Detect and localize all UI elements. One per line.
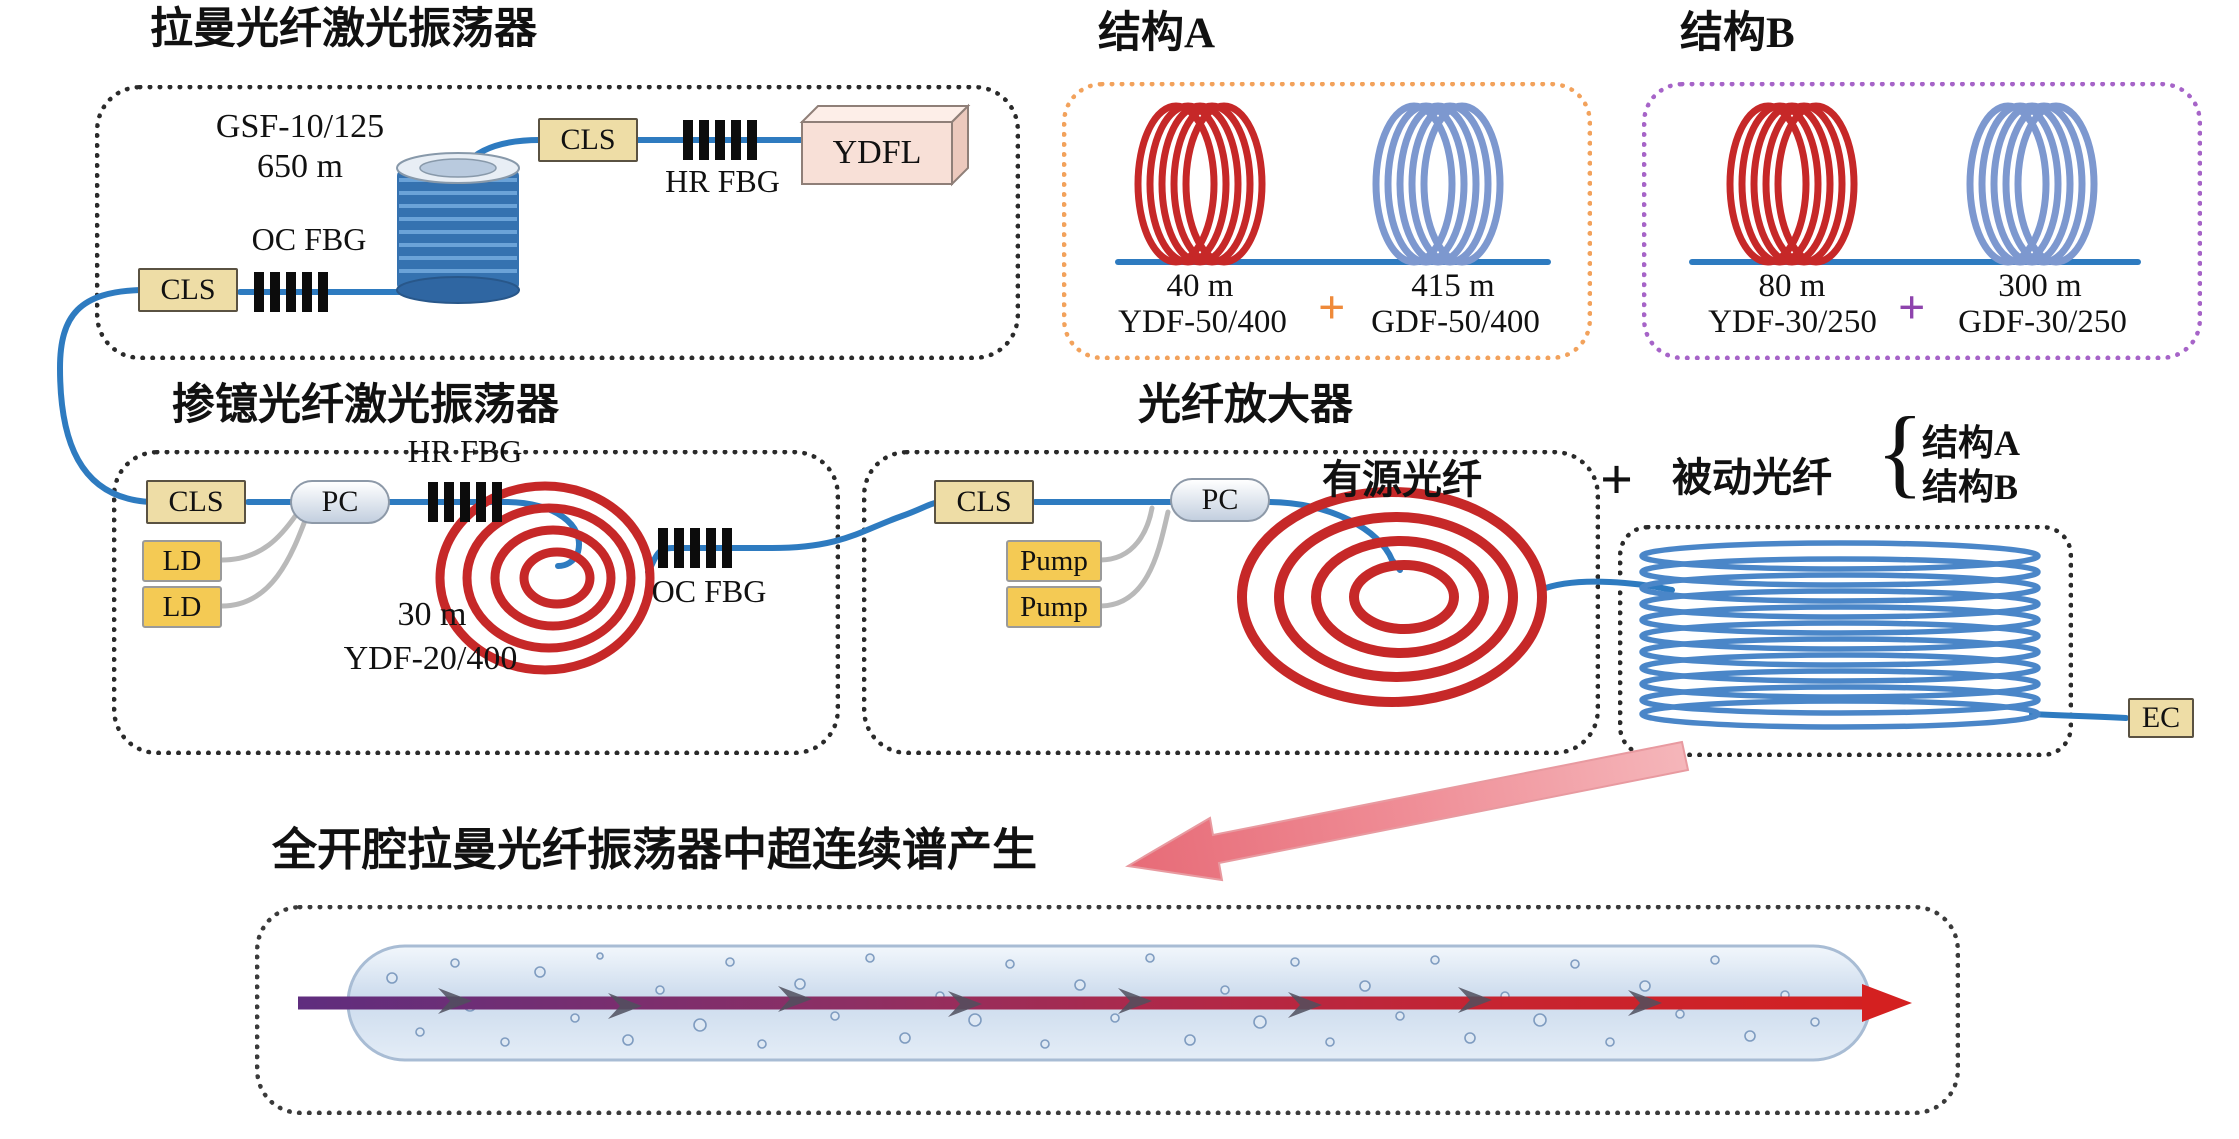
hr-fbg-icon-top bbox=[683, 120, 757, 160]
passive-option-b: 结构B bbox=[1922, 467, 2019, 507]
structure-a-plus: + bbox=[1318, 281, 1346, 334]
pump2-box: Pump bbox=[1006, 586, 1102, 628]
beam-chevrons bbox=[438, 986, 1662, 1019]
raman-oscillator-box bbox=[95, 85, 1020, 360]
pc-amp: PC bbox=[1170, 478, 1270, 522]
pump1-box: Pump bbox=[1006, 540, 1102, 582]
structure-b-gdf-length: 300 m bbox=[1998, 268, 2082, 304]
amplifier-box bbox=[862, 450, 1600, 755]
cls-raman-output: CLS bbox=[138, 268, 238, 312]
structure-a-ydf-length: 40 m bbox=[1166, 268, 1234, 304]
structure-a-blue-coil bbox=[1372, 102, 1504, 266]
amp-active-coil bbox=[1237, 487, 1547, 707]
hr-fbg-label-yb: HR FBG bbox=[407, 433, 523, 469]
structure-b-ydf-type: YDF-30/250 bbox=[1708, 304, 1877, 340]
structure-b-gdf-type: GDF-30/250 bbox=[1958, 304, 2127, 340]
structure-a-gdf-length: 415 m bbox=[1411, 268, 1495, 304]
pump-pigtails bbox=[219, 505, 1171, 609]
ld2-box: LD bbox=[142, 586, 222, 628]
supercontinuum-box bbox=[255, 905, 1960, 1115]
structure-b-red-coil bbox=[1726, 102, 1858, 266]
sc-tube-icon bbox=[298, 944, 1912, 1062]
cls-top: CLS bbox=[538, 118, 638, 162]
pump1-pigtail bbox=[1097, 505, 1155, 563]
yb-coil-type: YDF-20/400 bbox=[343, 640, 518, 677]
sc-beam-arrowhead bbox=[1862, 984, 1912, 1022]
hr-fbg-icon-yb bbox=[428, 482, 502, 522]
structure-a-gdf-type: GDF-50/400 bbox=[1371, 304, 1540, 340]
ld1-box: LD bbox=[142, 540, 222, 582]
structure-b-ydf-length: 80 m bbox=[1758, 268, 1826, 304]
structure-a-box bbox=[1062, 82, 1592, 360]
passive-plus: + bbox=[1600, 447, 1634, 512]
structure-b-plus: + bbox=[1898, 281, 1926, 334]
oc-fbg-label-yb: OC FBG bbox=[651, 573, 767, 609]
fiber-spool-icon bbox=[396, 152, 520, 304]
yb-oscillator-box bbox=[112, 450, 840, 755]
cls-amp: CLS bbox=[934, 480, 1034, 524]
supercontinuum-arrow bbox=[1125, 740, 1690, 882]
amplifier-title: 光纤放大器 bbox=[1138, 382, 1353, 429]
yb-coil-length: 30 m bbox=[397, 596, 467, 633]
ld1-pigtail bbox=[219, 512, 299, 563]
ld2-pigtail bbox=[219, 515, 309, 609]
structure-b-box bbox=[1642, 82, 2202, 360]
pump2-pigtail bbox=[1097, 509, 1171, 609]
oc-fbg-icon-yb bbox=[658, 528, 732, 568]
gsf-length-label: 650 m bbox=[257, 148, 343, 185]
ydfl-box-icon bbox=[799, 103, 971, 187]
passive-option-a: 结构A bbox=[1922, 423, 2020, 463]
structure-b-title: 结构B bbox=[1680, 10, 1795, 57]
passive-fiber-label: 被动光纤 bbox=[1672, 455, 1832, 500]
yb-oscillator-title: 掺镱光纤激光振荡器 bbox=[172, 382, 559, 429]
hr-fbg-label-top: HR FBG bbox=[665, 163, 780, 199]
brace-icon: { bbox=[1876, 396, 1924, 507]
ydfl-label: YDFL bbox=[832, 134, 922, 171]
oc-fbg-label-top: OC FBG bbox=[251, 221, 367, 257]
structure-a-title: 结构A bbox=[1098, 10, 1216, 57]
fiber-passive-to-ec bbox=[2029, 711, 2129, 721]
pc-yb: PC bbox=[290, 480, 390, 524]
active-fiber-label: 有源光纤 bbox=[1322, 457, 1482, 502]
passive-fiber-box bbox=[1618, 525, 2073, 757]
fiber-amp-to-passive bbox=[1537, 578, 1675, 593]
passive-coil bbox=[1639, 540, 2041, 730]
fiber-yb-pc-coil bbox=[387, 499, 582, 569]
supercontinuum-caption: 全开腔拉曼光纤振荡器中超连续谱产生 bbox=[272, 825, 1038, 875]
yb-active-coil bbox=[435, 481, 655, 675]
structure-a-ydf-type: YDF-50/400 bbox=[1118, 304, 1287, 340]
gsf-spec-label: GSF-10/125 bbox=[215, 108, 385, 145]
fiber-raman-to-yb bbox=[56, 287, 153, 505]
cls-yb: CLS bbox=[146, 480, 246, 524]
structure-a-red-coil bbox=[1134, 102, 1266, 266]
raman-oscillator-title: 拉曼光纤激光振荡器 bbox=[150, 6, 537, 53]
ec-box: EC bbox=[2128, 698, 2194, 738]
structure-b-blue-coil bbox=[1966, 102, 2098, 266]
oc-fbg-icon-top bbox=[254, 272, 328, 312]
